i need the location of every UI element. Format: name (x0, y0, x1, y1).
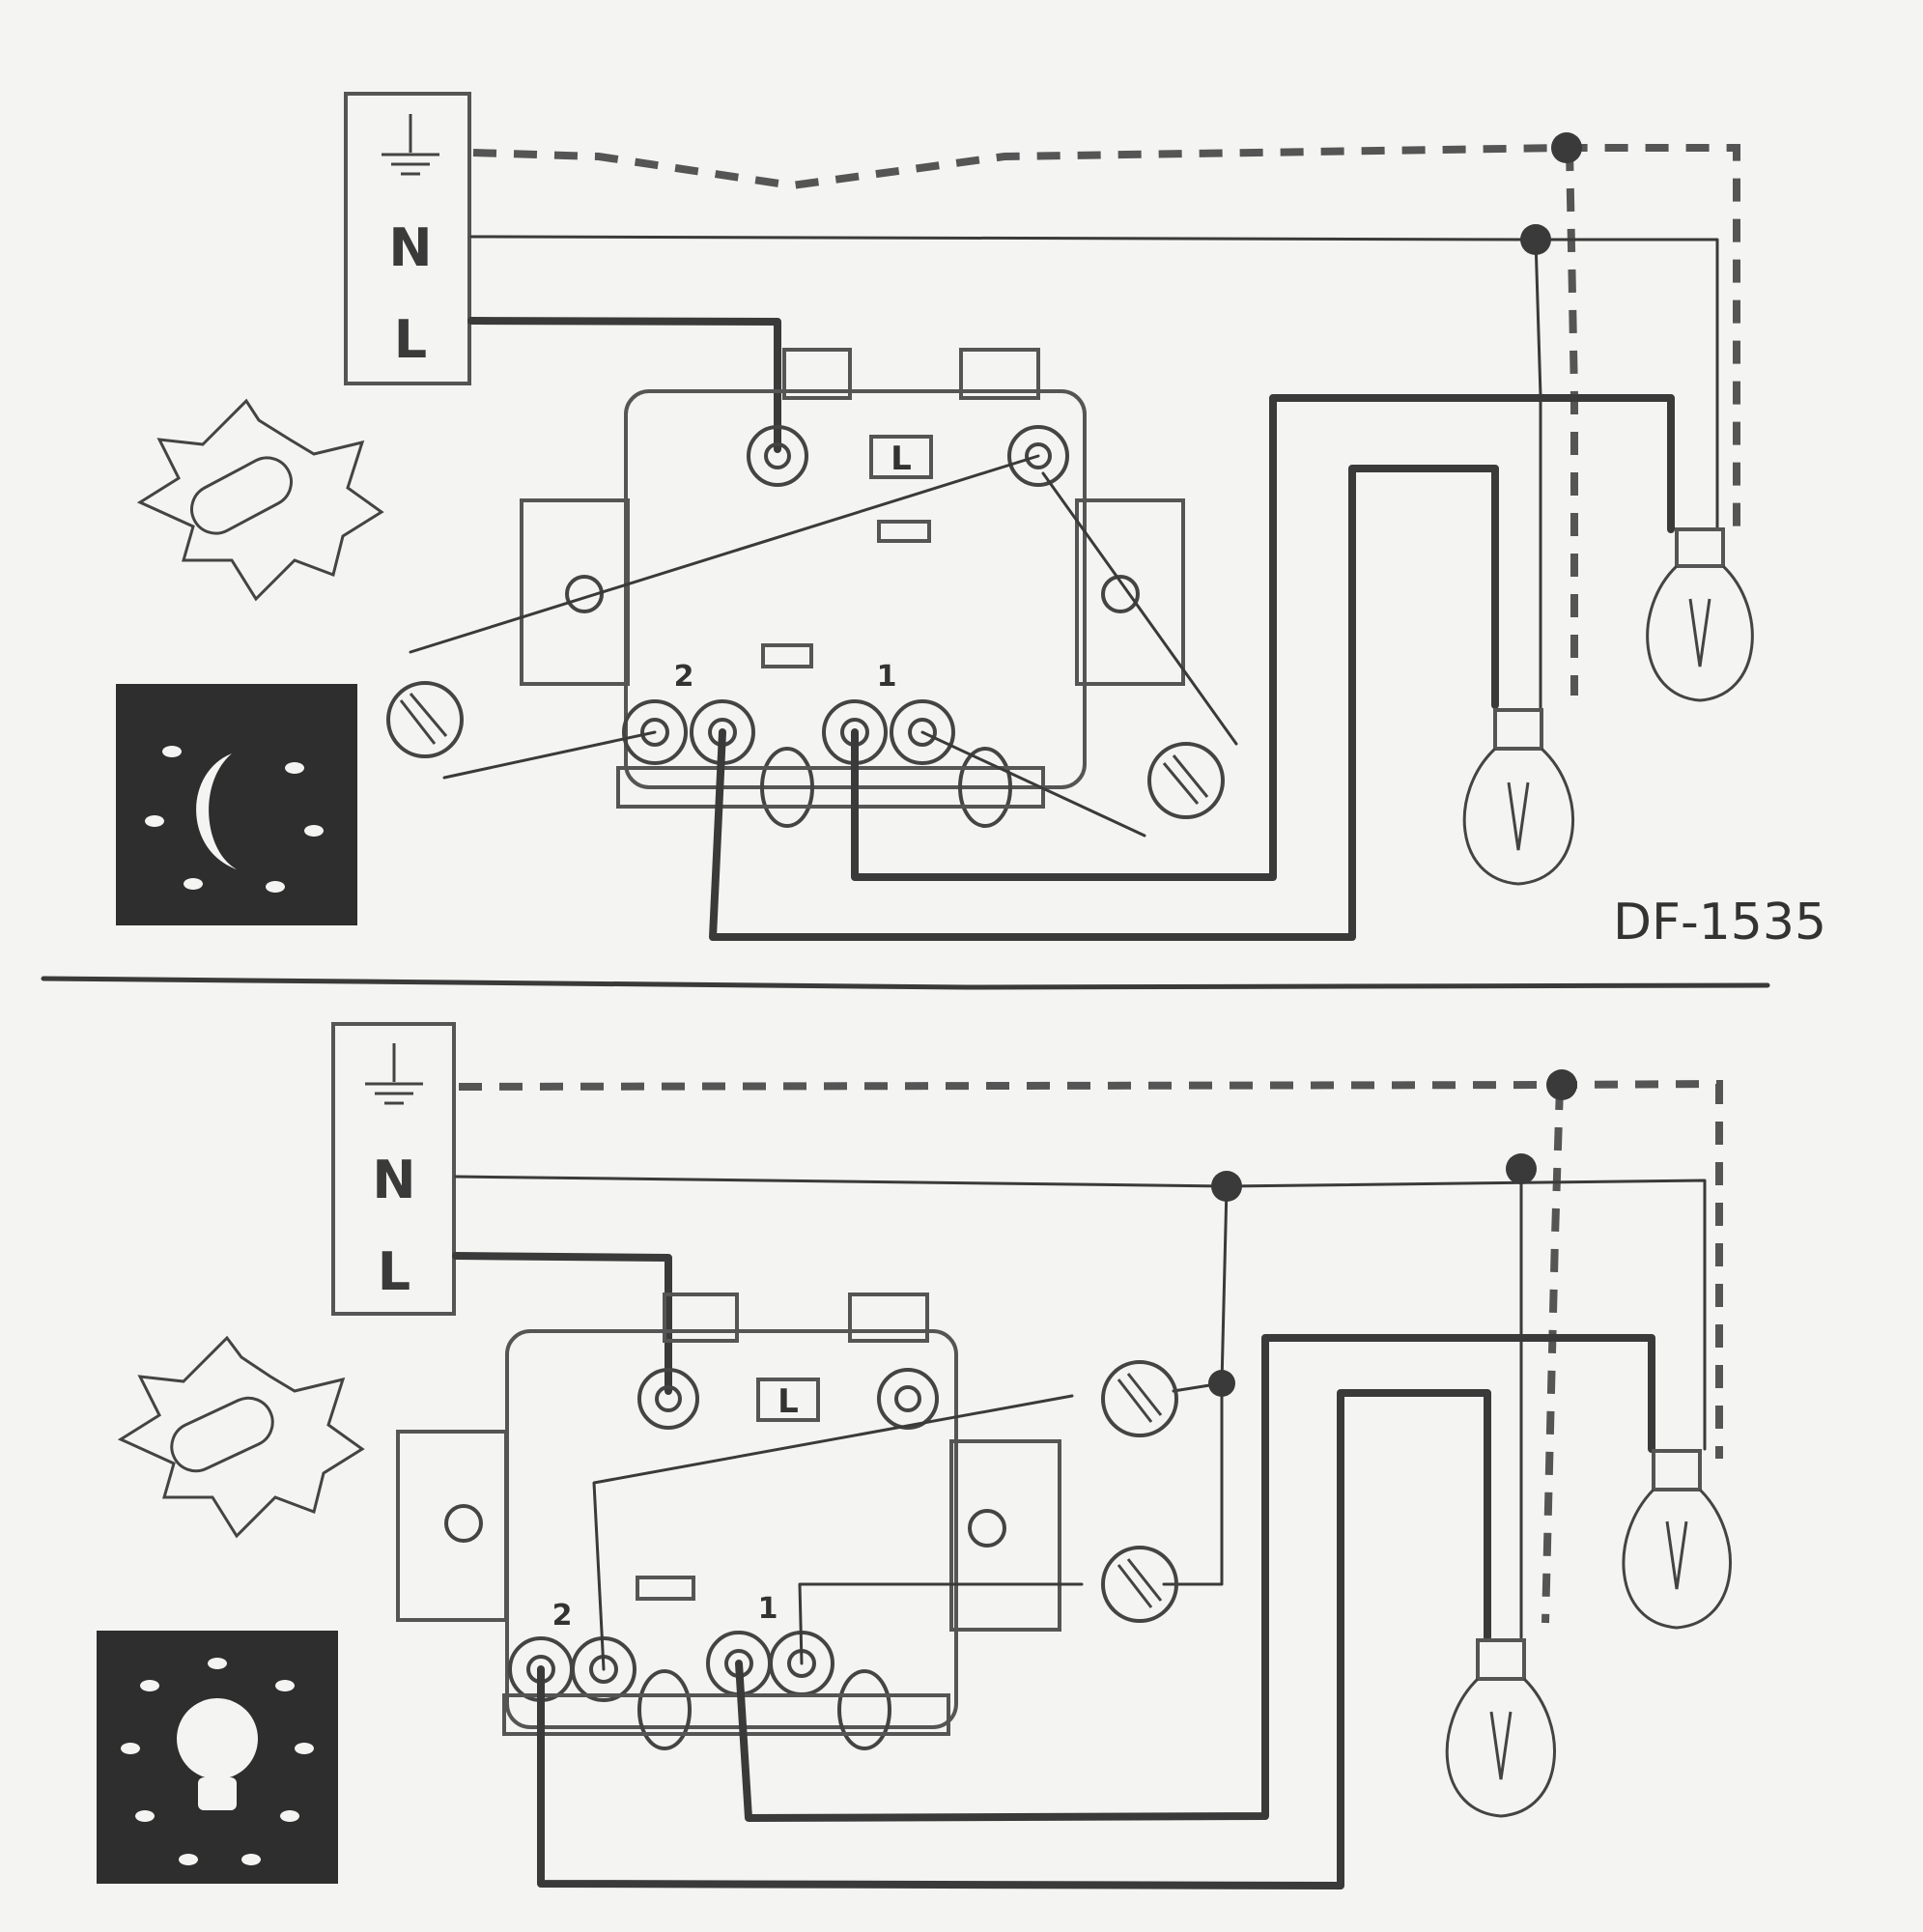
terminal-traveller-top (1007, 425, 1069, 487)
neutral-wire-top (469, 235, 1719, 531)
terminal-l-bottom (637, 1368, 699, 1430)
earth-icon (382, 114, 439, 176)
feed-lamp-1-bottom (735, 1334, 1655, 1822)
neutral-label: N (372, 1150, 415, 1210)
sensor-disc-icon (1101, 1360, 1178, 1437)
live-wire-top (467, 317, 781, 453)
supply-block-bottom: N L (331, 1022, 456, 1316)
switch-bottom: L 2 1 (396, 1293, 1061, 1750)
neutral-branch-top (1534, 238, 1542, 712)
terminal-1-label-top: 1 (877, 660, 897, 694)
moon-icon (116, 684, 357, 925)
neutral-junction-top (1520, 224, 1551, 255)
light-bulb-icon (1445, 1638, 1556, 1818)
earth-branch-bottom (1541, 1086, 1564, 1624)
sensor-cable-a-top (409, 454, 1040, 654)
divider-line (41, 976, 1770, 990)
lamp-icon (97, 1631, 338, 1884)
diagram-bottom: N L L 2 1 (97, 1022, 1732, 1889)
light-bulb-icon (1646, 527, 1754, 702)
sensor-cable-a-bottom (592, 1394, 1074, 1671)
neutral-wire-bottom (454, 1175, 1707, 1451)
terminal-2-label-top: 2 (674, 660, 694, 694)
live-label: L (378, 1241, 410, 1302)
supply-block-top: N L (344, 92, 471, 385)
terminal-l-top (747, 425, 808, 487)
terminal-2a-top (622, 699, 688, 765)
terminal-2b-bottom (571, 1636, 636, 1702)
switch-l-label-top: L (891, 440, 912, 478)
live-label: L (394, 309, 427, 370)
sensor-disc-icon (1147, 742, 1225, 819)
neutral-label: N (388, 217, 432, 278)
light-bulb-icon (1462, 708, 1574, 886)
light-bulb-icon (1622, 1449, 1732, 1630)
feed-lamp-1-top (851, 394, 1675, 881)
sensor-cable-d-top (920, 730, 1146, 838)
sensor-cable-c-bottom (1172, 1381, 1224, 1393)
earth-wire-top (472, 144, 1740, 531)
feed-lamp-2-top (709, 465, 1499, 941)
terminal-1b-top (890, 699, 955, 765)
sensor-cable-b-top (442, 730, 657, 780)
switch-housing-top (624, 389, 1087, 789)
sun-icon (117, 1335, 365, 1539)
earth-wire-bottom (458, 1079, 1723, 1459)
sun-icon (136, 398, 384, 602)
sensor-cable-c-top (1041, 471, 1238, 746)
neutral-drop-bottom (1162, 1184, 1229, 1586)
live-wire-bottom (452, 1252, 672, 1395)
terminal-2-label-bottom: 2 (552, 1599, 573, 1633)
terminal-1-label-bottom: 1 (758, 1592, 778, 1626)
neutral-junction-a-bottom (1211, 1171, 1242, 1202)
diagram-top: N L L 2 1 (116, 92, 1826, 952)
sensor-cable-b-bottom (798, 1582, 1084, 1665)
model-code: DF-1535 (1613, 894, 1826, 952)
earth-icon (365, 1043, 423, 1105)
earth-branch-top (1566, 147, 1578, 696)
sensor-disc-icon (1101, 1546, 1178, 1623)
earth-junction-top (1551, 132, 1582, 163)
earth-junction-bottom (1546, 1069, 1577, 1100)
feed-lamp-2-bottom (537, 1389, 1491, 1889)
sensor-disc-icon (386, 681, 464, 758)
neutral-junction-b-bottom (1506, 1153, 1537, 1184)
switch-l-label-bottom: L (778, 1382, 799, 1421)
